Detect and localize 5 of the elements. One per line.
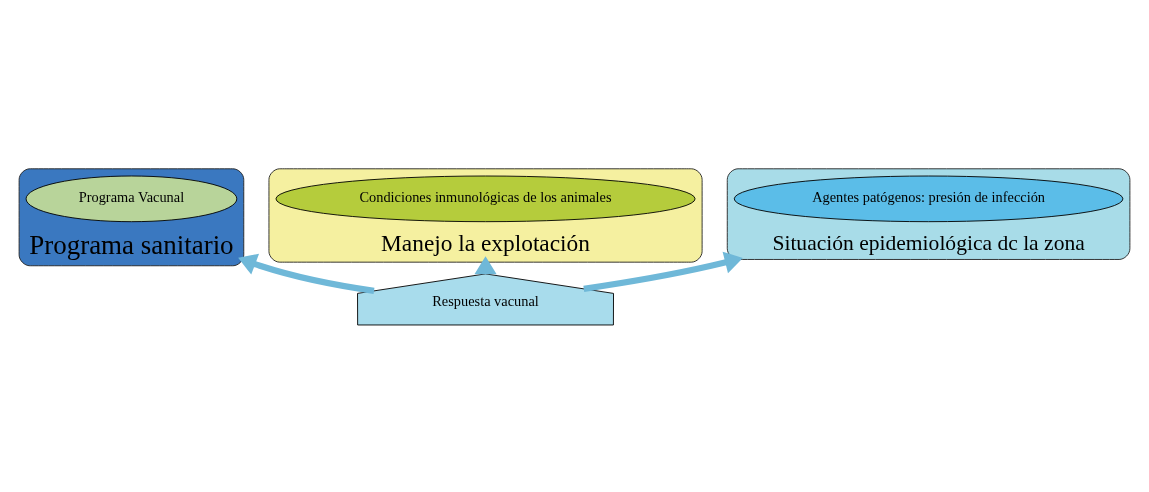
node-ellipse: Condiciones inmunológicas de los animales	[275, 175, 696, 223]
node-ellipse: Agentes patógenos: presión de infección	[733, 175, 1124, 223]
arrow	[583, 251, 743, 292]
node-ellipse: Programa Vacunal	[25, 175, 238, 223]
arrow	[238, 253, 375, 294]
